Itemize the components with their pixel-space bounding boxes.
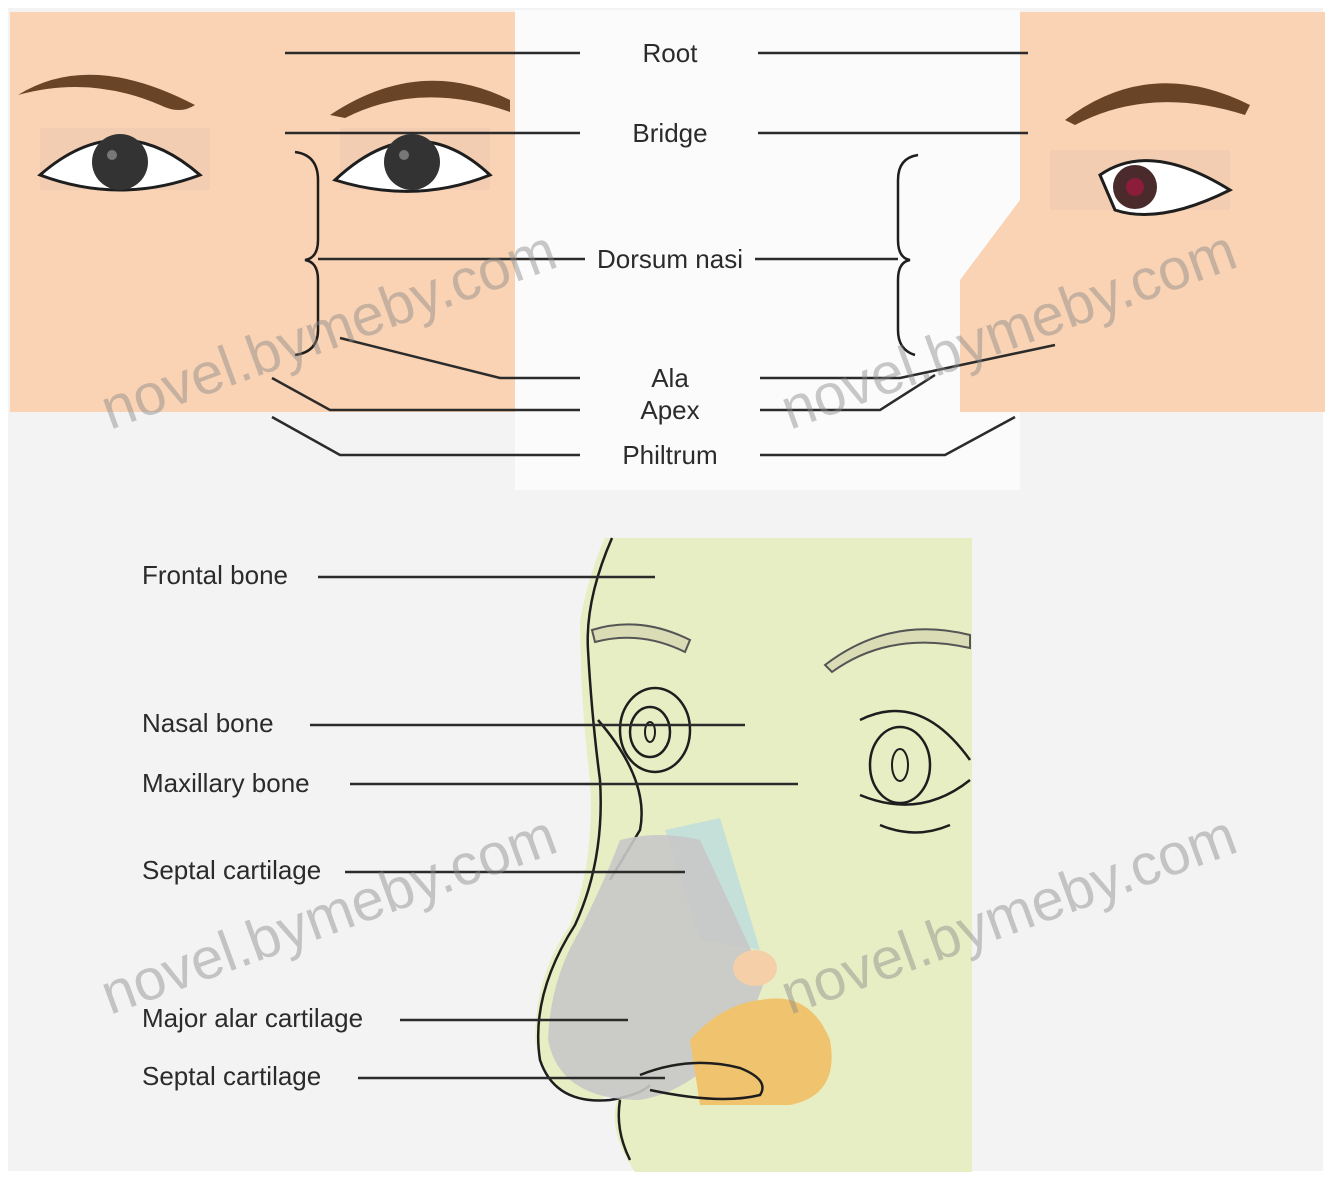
label-septal-cartilage-upper: Septal cartilage: [142, 855, 321, 885]
label-apex: Apex: [640, 395, 699, 425]
lesser-alar-cartilage: [733, 950, 777, 986]
right-pupil-highlight: [399, 150, 409, 160]
label-septal-cartilage-lower: Septal cartilage: [142, 1061, 321, 1091]
label-root: Root: [643, 38, 699, 68]
label-frontal-bone: Frontal bone: [142, 560, 288, 590]
three-quarter-pupil: [1126, 178, 1144, 196]
left-iris: [92, 134, 148, 190]
right-iris: [384, 134, 440, 190]
front-label-column: [515, 10, 1020, 490]
label-ala: Ala: [651, 363, 689, 393]
label-major-alar-cartilage: Major alar cartilage: [142, 1003, 363, 1033]
label-dorsum-nasi: Dorsum nasi: [597, 244, 743, 274]
label-nasal-bone: Nasal bone: [142, 708, 274, 738]
left-pupil-highlight: [107, 150, 117, 160]
label-philtrum: Philtrum: [622, 440, 717, 470]
label-maxillary-bone: Maxillary bone: [142, 768, 310, 798]
label-bridge: Bridge: [632, 118, 707, 148]
